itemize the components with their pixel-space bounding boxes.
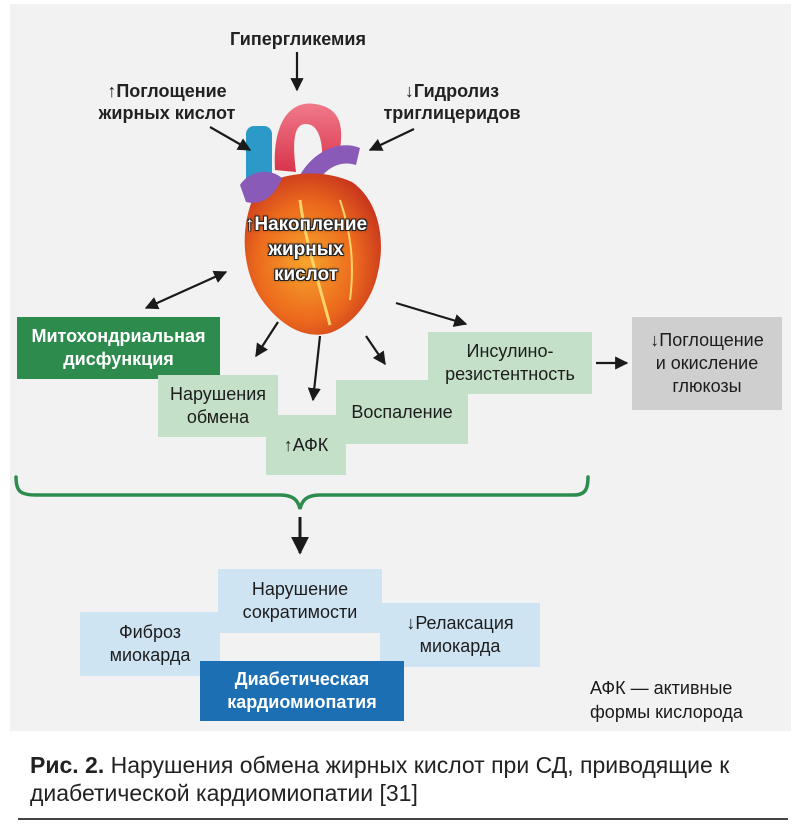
box-fibrosis: Фиброз миокарда — [80, 612, 220, 676]
box-glucose-uptake: ↓Поглощение и окисление глюкозы — [632, 317, 782, 410]
caption-rule — [18, 818, 788, 820]
heart-body — [244, 173, 381, 335]
arrow-to-metabolism — [255, 321, 279, 358]
arrow-to-mito — [144, 270, 228, 310]
box-relaxation: ↓Релаксация миокарда — [380, 603, 540, 667]
grouping-bracket — [14, 475, 590, 510]
left-atrium — [240, 171, 282, 203]
label-fatty-acid-uptake: ↑Поглощение жирных кислот — [98, 81, 236, 123]
label-hyperglycemia: Гипергликемия — [230, 29, 366, 49]
arrow-to-insulin — [395, 301, 468, 327]
caption-prefix: Рис. 2. — [30, 752, 105, 778]
box-contractility: Нарушение сократимости — [218, 569, 382, 633]
arrow-fatty-uptake — [209, 126, 252, 151]
box-metabolic-disorders: Нарушения обмена — [158, 375, 278, 437]
arrow-to-afk — [307, 335, 322, 402]
coronary-vessel — [298, 199, 332, 326]
figure-caption: Рис. 2. Нарушения обмена жирных кислот п… — [30, 751, 770, 807]
box-diabetic-cardiomyopathy: Диабетическая кардиомиопатия — [200, 661, 404, 721]
legend-afk: АФК — активные формы кислорода — [590, 678, 743, 722]
caption-text: Нарушения обмена жирных кислот при СД, п… — [30, 752, 730, 806]
arrow-to-inflammation — [365, 335, 386, 366]
arrow-tg-hydrolysis — [368, 128, 415, 151]
coronary-vessel-2 — [339, 199, 353, 301]
box-insulin-resistance: Инсулино- резистентность — [428, 332, 592, 394]
heart-illustration — [240, 103, 381, 335]
box-ros: ↑АФК — [266, 415, 346, 475]
label-fatty-acid-accumulation: ↑Накопление жирных кислот — [244, 214, 368, 285]
box-mitochondrial-dysfunction: Митохондриальная дисфункция — [17, 317, 220, 379]
label-tg-hydrolysis: ↓Гидролиз триглицеридов — [383, 81, 521, 123]
